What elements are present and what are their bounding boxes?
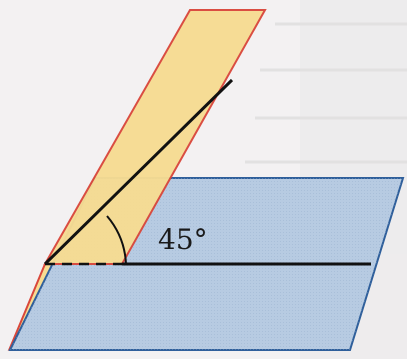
angle-arc (106, 215, 127, 265)
inclined-angle-ray (43, 78, 234, 266)
angle-label: 45° (158, 223, 208, 256)
